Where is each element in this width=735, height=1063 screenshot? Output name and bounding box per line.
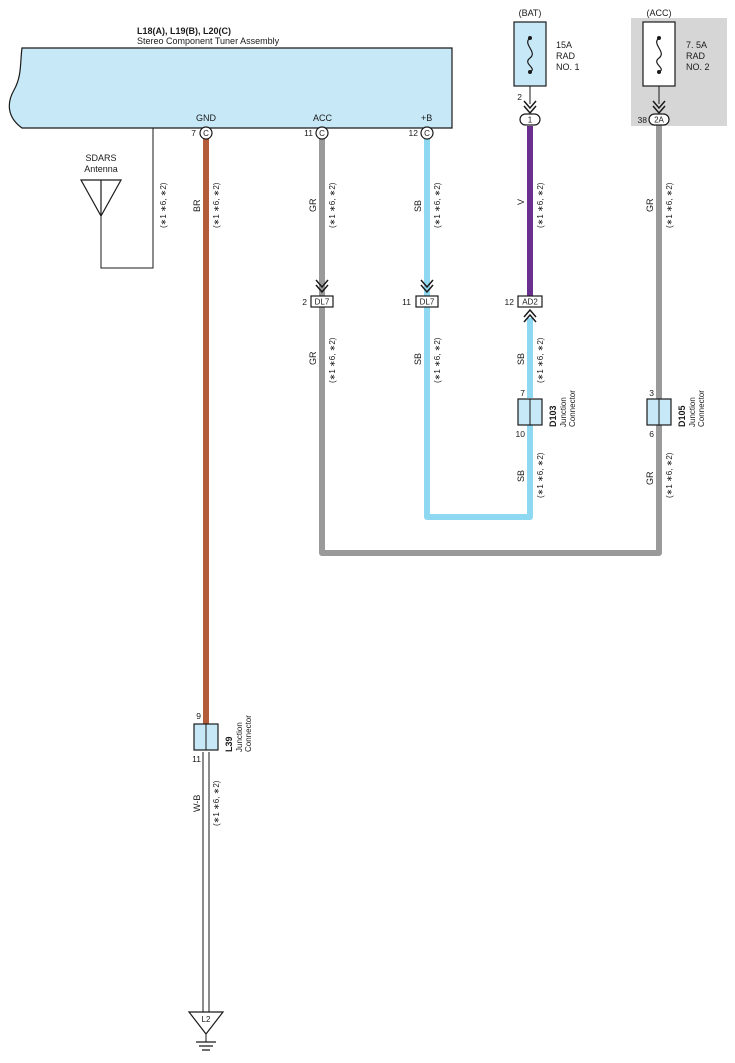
- connector-dl7-acc-arrow-icon: [315, 279, 329, 294]
- variant-note-sb-1: (∗1 ∗6, ∗2): [433, 182, 442, 228]
- junction-d103: 7 10 D103 Junction Connector: [516, 388, 577, 439]
- wire-label-gr-3: GR: [645, 198, 655, 212]
- connector-ad2-id: AD2: [522, 298, 538, 307]
- variant-note-antenna: (∗1 ∗6, ∗2): [159, 182, 168, 228]
- connector-dl7-acc: DL7 2: [302, 279, 334, 308]
- antenna-label-line1: SDARS: [85, 153, 116, 163]
- fuse-bat-name1: RAD: [556, 51, 576, 61]
- wire-label-gr-4: GR: [645, 471, 655, 485]
- junction-d105-pin-bottom: 6: [649, 429, 654, 439]
- terminal-b-label: +B: [421, 113, 432, 123]
- junction-l39: 9 11 L39 Junction Connector: [192, 711, 253, 764]
- fuse-acc-pin: 38: [638, 115, 648, 125]
- junction-d105-pin-top: 3: [649, 388, 654, 398]
- wire-sb: [424, 138, 533, 520]
- wire-label-sb-2: SB: [413, 353, 423, 365]
- ground-l2: L2: [187, 1011, 225, 1051]
- fuse-bat-pin: 2: [517, 92, 522, 102]
- junction-d103-desc1: Junction: [559, 397, 568, 427]
- junction-d105-desc1: Junction: [688, 397, 697, 427]
- junction-d105: 3 6 D105 Junction Connector: [646, 388, 706, 439]
- fuse-bat: (BAT) 15A RAD NO. 1 2 1: [513, 8, 580, 126]
- junction-l39-pin-top: 9: [196, 711, 201, 721]
- wire-label-sb-3: SB: [516, 353, 526, 365]
- wire-gr: [319, 124, 662, 556]
- wire-label-gr-1: GR: [308, 198, 318, 212]
- wire-label-gr-2: GR: [308, 351, 318, 365]
- variant-note-gr-1: (∗1 ∗6, ∗2): [328, 182, 337, 228]
- ground-id: L2: [202, 1015, 211, 1024]
- connector-dl7-acc-id: DL7: [315, 298, 330, 307]
- junction-l39-desc2: Connector: [244, 715, 253, 752]
- junction-l39-id: L39: [224, 736, 234, 752]
- junction-d105-id: D105: [677, 405, 687, 427]
- terminal-b-pin: 12: [409, 128, 419, 138]
- fuse-bat-rating: 15A: [556, 40, 572, 50]
- fuse-acc-rating: 7. 5A: [686, 40, 707, 50]
- terminal-acc: 11 C: [304, 126, 329, 140]
- fuse-bat-source: (BAT): [519, 8, 542, 18]
- junction-d103-pin-bottom: 10: [516, 429, 526, 439]
- fuse-bat-name2: NO. 1: [556, 62, 580, 72]
- connector-dl7-b-pin: 11: [402, 297, 411, 307]
- terminal-acc-label: ACC: [313, 113, 333, 123]
- connector-dl7-b-id: DL7: [420, 298, 435, 307]
- fuse-acc-name1: RAD: [686, 51, 706, 61]
- connector-dl7-b: DL7 11: [402, 279, 439, 308]
- antenna-label-line2: Antenna: [84, 164, 118, 174]
- wire-label-v: V: [516, 199, 526, 205]
- connector-ad2-arrow-icon: [523, 308, 537, 323]
- variant-note-wb: (∗1 ∗6, ∗2): [212, 780, 221, 826]
- terminal-gnd: 7 C: [191, 126, 213, 140]
- wire-label-wb: W-B: [192, 795, 202, 812]
- junction-d103-pin-top: 7: [520, 388, 525, 398]
- fuse-bat-conn: 1: [528, 116, 533, 125]
- wire-label-sb-4: SB: [516, 470, 526, 482]
- variant-note-sb-4: (∗1 ∗6, ∗2): [536, 452, 545, 498]
- ground-icon: [196, 1041, 216, 1051]
- junction-l39-desc1: Junction: [235, 722, 244, 752]
- connector-ad2: AD2 12: [505, 295, 543, 323]
- variant-note-gr-2: (∗1 ∗6, ∗2): [328, 337, 337, 383]
- terminal-gnd-label: GND: [196, 113, 217, 123]
- junction-d103-id: D103: [548, 405, 558, 427]
- fuse-acc-source: (ACC): [647, 8, 672, 18]
- tuner-assembly-body: [8, 47, 453, 129]
- junction-l39-pin-bottom: 11: [192, 754, 201, 764]
- variant-note-sb-2: (∗1 ∗6, ∗2): [433, 337, 442, 383]
- terminal-gnd-pin: 7: [191, 128, 196, 138]
- fuse-acc: (ACC) 7. 5A RAD NO. 2 38 2A: [638, 8, 710, 126]
- fuse-acc-arrow-icon: [652, 100, 666, 115]
- terminal-acc-pin: 11: [304, 128, 313, 138]
- component-name: Stereo Component Tuner Assembly: [137, 36, 280, 46]
- variant-note-v: (∗1 ∗6, ∗2): [536, 182, 545, 228]
- antenna-icon: [79, 179, 123, 218]
- terminal-b: 12 C: [409, 126, 434, 140]
- variant-note-gr-4: (∗1 ∗6, ∗2): [665, 452, 674, 498]
- wire-label-sb-1: SB: [413, 200, 423, 212]
- fuse-bat-arrow-icon: [523, 100, 537, 115]
- fuse-acc-name2: NO. 2: [686, 62, 710, 72]
- variant-note-sb-3: (∗1 ∗6, ∗2): [536, 337, 545, 383]
- connector-dl7-acc-pin: 2: [302, 297, 307, 307]
- variant-note-br: (∗1 ∗6, ∗2): [212, 182, 221, 228]
- fuse-acc-conn: 2A: [654, 116, 664, 125]
- terminal-gnd-conn: C: [203, 129, 209, 138]
- junction-d103-desc2: Connector: [568, 390, 577, 427]
- terminal-acc-conn: C: [319, 129, 325, 138]
- antenna-wire: [100, 128, 154, 269]
- connector-dl7-b-arrow-icon: [420, 279, 434, 294]
- fuse-acc-icon: [656, 37, 662, 73]
- variant-note-gr-3: (∗1 ∗6, ∗2): [665, 182, 674, 228]
- terminal-b-conn: C: [424, 129, 430, 138]
- wire-label-br: BR: [192, 199, 202, 212]
- junction-d105-desc2: Connector: [697, 390, 706, 427]
- fuse-bat-icon: [527, 37, 533, 73]
- component-ids: L18(A), L19(B), L20(C): [137, 26, 231, 36]
- connector-ad2-pin: 12: [505, 297, 515, 307]
